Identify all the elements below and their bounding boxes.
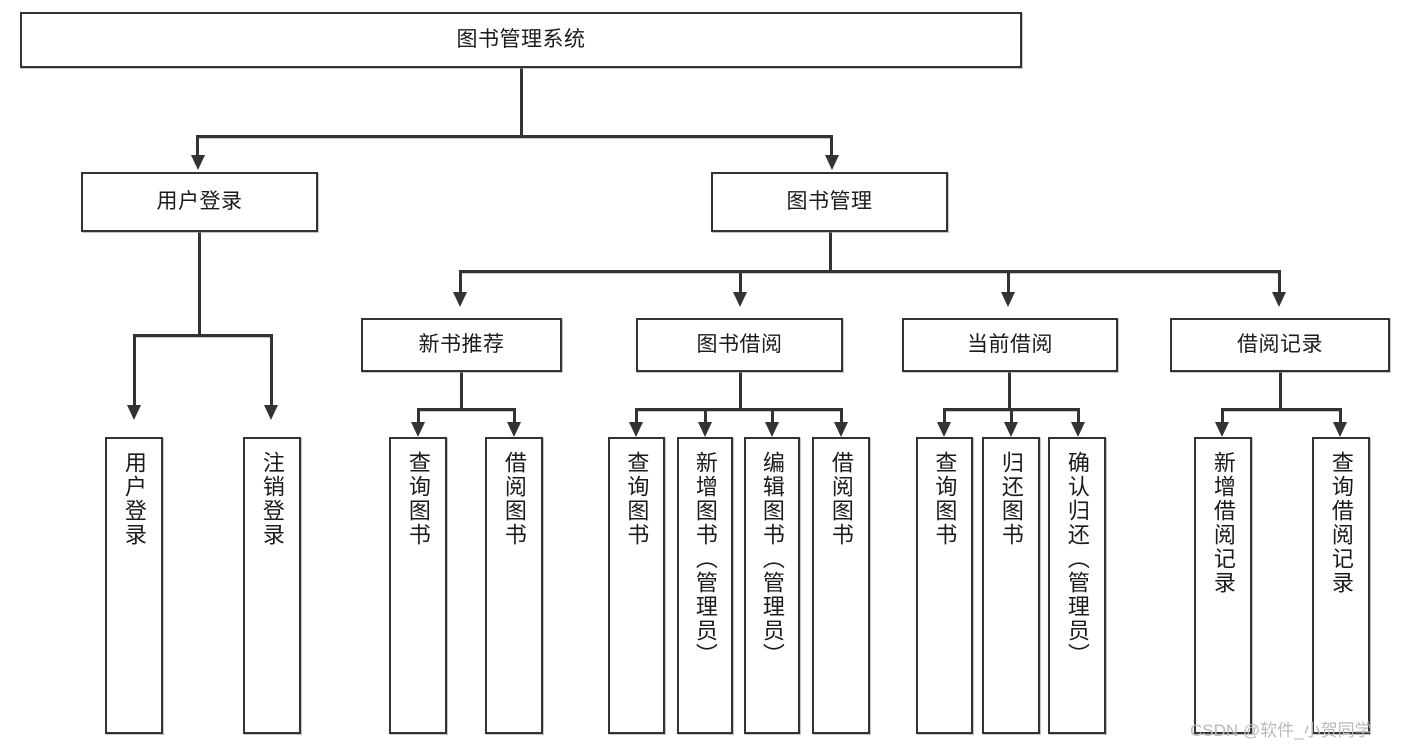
connector-books-to-n3 — [1007, 270, 1010, 294]
connector-record-leaf2 — [1339, 408, 1342, 424]
node-label: 图书管理 — [786, 189, 873, 213]
node-label: 借阅图书 — [828, 451, 854, 547]
connector-login-leaf1 — [133, 334, 136, 406]
node-label: 新增图书（管理员） — [692, 451, 718, 667]
connector-current-leaf3 — [1077, 408, 1080, 424]
arrow-borrow-leaf3 — [765, 422, 779, 437]
node-label: 新增借阅记录 — [1210, 451, 1236, 595]
arrow-new-leaf2 — [507, 422, 521, 437]
leaf-edit-book-admin[interactable]: 编辑图书（管理员） — [744, 437, 800, 734]
node-book-borrow[interactable]: 图书借阅 — [636, 318, 843, 372]
node-current-borrow[interactable]: 当前借阅 — [902, 318, 1118, 372]
connector-new-stem — [460, 372, 463, 410]
node-root-library-system[interactable]: 图书管理系统 — [20, 12, 1022, 68]
connector-borrow-leaf3 — [771, 408, 774, 424]
node-label: 确认归还（管理员） — [1064, 451, 1090, 667]
node-label: 新书推荐 — [418, 332, 505, 356]
leaf-return-book[interactable]: 归还图书 — [982, 437, 1040, 734]
arrow-root-to-books — [825, 155, 839, 170]
node-label: 图书借阅 — [696, 332, 783, 356]
node-label: 编辑图书（管理员） — [759, 451, 785, 667]
arrow-books-to-n3 — [1001, 292, 1015, 307]
connector-books-to-n1 — [459, 270, 462, 294]
arrow-current-leaf3 — [1071, 422, 1085, 437]
watermark-text: CSDN @软件_小贺同学 — [1190, 721, 1372, 740]
arrow-books-to-n4 — [1272, 292, 1286, 307]
node-label: 注销登录 — [259, 451, 285, 547]
connector-root-bus — [196, 135, 833, 138]
connector-record-bus — [1221, 408, 1341, 411]
arrow-root-to-login — [191, 155, 205, 170]
arrow-books-to-n2 — [733, 292, 747, 307]
leaf-query-borrow-record[interactable]: 查询借阅记录 — [1312, 437, 1370, 734]
leaf-query-book-new[interactable]: 查询图书 — [389, 437, 447, 734]
connector-books-stem — [829, 232, 832, 272]
arrow-borrow-leaf1 — [629, 422, 643, 437]
leaf-query-book-current[interactable]: 查询图书 — [916, 437, 973, 734]
leaf-confirm-return-admin[interactable]: 确认归还（管理员） — [1048, 437, 1106, 734]
connector-books-to-n4 — [1278, 270, 1281, 294]
node-label: 借阅图书 — [501, 451, 527, 547]
node-label: 查询图书 — [932, 451, 958, 547]
connector-current-leaf2 — [1010, 408, 1013, 424]
arrow-current-leaf1 — [937, 422, 951, 437]
arrow-record-leaf2 — [1333, 422, 1347, 437]
arrow-login-leaf2 — [264, 405, 278, 420]
connector-current-leaf1 — [943, 408, 946, 424]
connector-borrow-bus — [635, 408, 843, 411]
connector-borrow-stem — [739, 372, 742, 410]
connector-record-leaf1 — [1221, 408, 1224, 424]
arrow-books-to-n1 — [453, 292, 467, 307]
connector-books-bus — [459, 270, 1280, 273]
arrow-current-leaf2 — [1004, 422, 1018, 437]
leaf-borrow-book[interactable]: 借阅图书 — [812, 437, 870, 734]
connector-login-leaf2 — [270, 334, 273, 406]
connector-record-stem — [1279, 372, 1282, 410]
node-book-management[interactable]: 图书管理 — [711, 172, 948, 232]
connector-new-bus — [417, 408, 514, 411]
node-label: 当前借阅 — [967, 332, 1053, 356]
leaf-add-borrow-record[interactable]: 新增借阅记录 — [1194, 437, 1252, 734]
node-borrow-record[interactable]: 借阅记录 — [1170, 318, 1390, 372]
node-label: 查询图书 — [405, 451, 431, 547]
leaf-borrow-book-new[interactable]: 借阅图书 — [485, 437, 543, 734]
connector-root-stem — [520, 68, 523, 136]
connector-login-bus — [133, 334, 271, 337]
connector-borrow-leaf4 — [840, 408, 843, 424]
arrow-borrow-leaf2 — [698, 422, 712, 437]
connector-root-to-books — [830, 135, 833, 156]
arrow-record-leaf1 — [1215, 422, 1229, 437]
node-label: 图书管理系统 — [456, 27, 586, 51]
node-label: 查询借阅记录 — [1328, 451, 1354, 595]
node-label: 用户登录 — [121, 451, 147, 547]
node-label: 查询图书 — [624, 451, 650, 547]
leaf-add-book-admin[interactable]: 新增图书（管理员） — [677, 437, 733, 734]
arrow-borrow-leaf4 — [834, 422, 848, 437]
arrow-new-leaf1 — [411, 422, 425, 437]
connector-new-leaf2 — [513, 408, 516, 424]
connector-borrow-leaf2 — [704, 408, 707, 424]
node-new-book-recommend[interactable]: 新书推荐 — [361, 318, 562, 372]
arrow-login-leaf1 — [127, 405, 141, 420]
connector-login-stem — [198, 232, 201, 336]
node-user-login[interactable]: 用户登录 — [81, 172, 318, 232]
node-label: 用户登录 — [156, 189, 243, 213]
leaf-logout[interactable]: 注销登录 — [243, 437, 301, 734]
node-label: 借阅记录 — [1237, 332, 1323, 356]
connector-books-to-n2 — [739, 270, 742, 294]
leaf-query-book-borrow[interactable]: 查询图书 — [608, 437, 665, 734]
connector-borrow-leaf1 — [635, 408, 638, 424]
leaf-user-login[interactable]: 用户登录 — [105, 437, 163, 734]
connector-root-to-login — [196, 135, 199, 156]
connector-current-stem — [1008, 372, 1011, 410]
node-label: 归还图书 — [998, 451, 1024, 547]
connector-new-leaf1 — [417, 408, 420, 424]
